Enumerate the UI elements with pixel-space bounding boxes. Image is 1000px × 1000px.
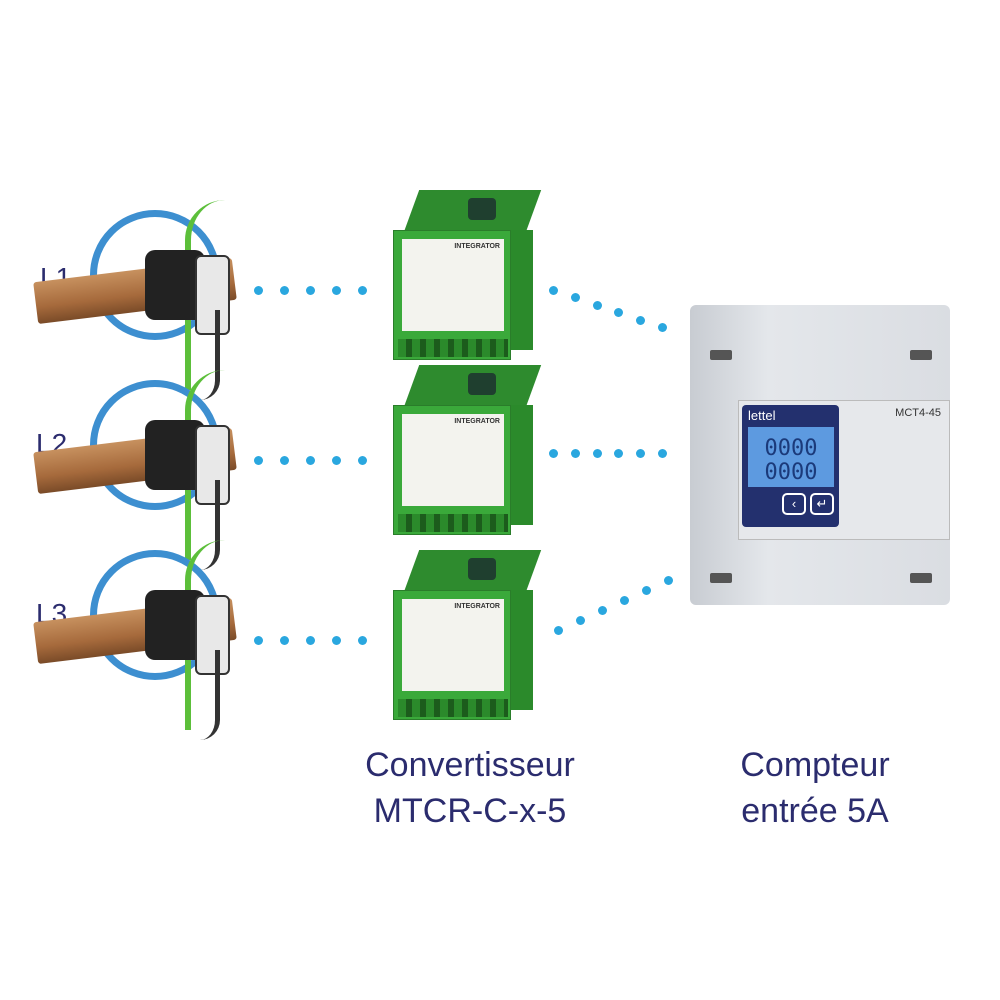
connection-dot [614,449,624,458]
connection-dot [306,286,315,295]
back-button[interactable]: ‹ [782,493,806,515]
connection-dot [358,456,367,465]
connection-dot [280,456,289,465]
converter-module-1: INTEGRATOR [393,190,542,360]
connection-dot [254,286,263,295]
converter-label: INTEGRATOR [454,418,500,425]
meter-model: MCT4-45 [895,407,941,419]
meter-caption-line-1: Compteur [740,746,890,784]
connection-dot [549,286,558,295]
connection-dot [642,586,651,595]
connection-dot [554,626,563,635]
connection-dot [358,636,367,645]
converter-module-2: INTEGRATOR [393,365,542,535]
connection-dot [664,576,673,585]
rogowski-coil-sensor-l1 [33,200,245,400]
connection-dot [280,286,289,295]
connection-dot [306,636,315,645]
connection-dot [570,449,580,458]
connection-dot [570,293,580,303]
connection-dot [614,308,624,318]
converter-module-3: INTEGRATOR [393,550,542,720]
meter-brand: lettel [748,408,776,423]
connection-dot [620,596,629,605]
connection-dot [254,636,263,645]
meter-caption-line-2: entrée 5A [741,792,889,830]
connection-dot [332,456,341,465]
rogowski-coil-sensor-l3 [33,540,245,740]
lcd-row-1: 0000 [764,436,818,461]
connection-dot [598,606,607,615]
connection-dot [306,456,315,465]
connection-dot [576,616,585,625]
connection-dot [636,449,646,458]
connection-dot [592,449,602,458]
rogowski-coil-sensor-l2 [33,370,245,570]
connection-dot [332,636,341,645]
connection-dot [332,286,341,295]
converter-caption-line-1: Convertisseur [365,746,575,784]
connection-dot [549,449,558,458]
connection-dot [658,449,667,458]
connection-dot [592,300,602,310]
connection-dot [358,286,367,295]
connection-dot [658,323,667,332]
converter-caption: Convertisseur MTCR-C-x-5 [330,742,610,834]
converter-label: INTEGRATOR [454,603,500,610]
connection-dot [280,636,289,645]
lcd-row-2: 0000 [764,460,818,485]
enter-button[interactable]: ↵ [810,493,834,515]
meter-caption: Compteur entrée 5A [680,742,950,834]
converter-caption-line-2: MTCR-C-x-5 [373,792,567,830]
connection-dot [636,315,646,325]
converter-label: INTEGRATOR [454,243,500,250]
connection-dot [254,456,263,465]
